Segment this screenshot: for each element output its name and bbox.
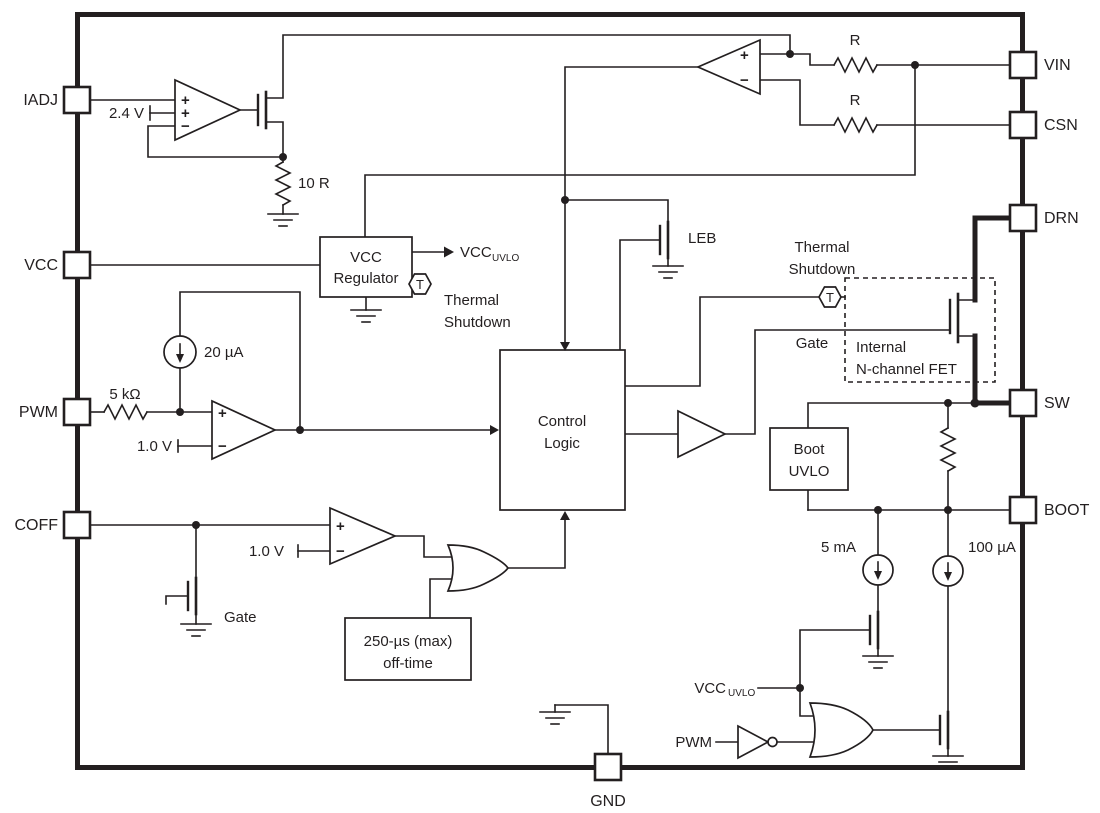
ground-symbol — [932, 755, 964, 769]
ref-1v-coff-label: 1.0 V — [249, 543, 284, 560]
ref-1v-pwm-label: 1.0 V — [137, 438, 172, 455]
res-5k-label: 5 kΩ — [109, 386, 140, 403]
pwm-comparator-plus: + — [218, 405, 227, 422]
thermal-shutdown-2-line1: Thermal — [794, 239, 849, 256]
current-100ua-label: 100 µA — [968, 539, 1016, 556]
vcc-uvlo-label: VCC — [460, 244, 492, 261]
thermal-sensor-icon — [818, 286, 842, 308]
pin-csn-box — [1008, 110, 1038, 140]
iadj-clamp-opamp — [174, 78, 243, 142]
internal-fet-label-2: N-channel FET — [856, 361, 957, 378]
gate-coff-label: Gate — [224, 609, 257, 626]
pin-sw-box — [1008, 388, 1038, 418]
inverter-bubble-icon — [767, 736, 778, 748]
boot-uvlo-box — [769, 427, 849, 491]
iadj-clamp-mosfet — [256, 90, 268, 130]
thermal-t2-label: T — [826, 290, 834, 305]
leb-label: LEB — [688, 230, 716, 247]
pin-iadj-label: IADJ — [23, 92, 58, 109]
pin-sw-label: SW — [1044, 395, 1071, 412]
internal-fet-dashed-box — [844, 277, 996, 383]
iadj-opamp-minus: − — [181, 118, 190, 135]
coff-discharge-mosfet — [186, 576, 198, 616]
pin-drn-label: DRN — [1044, 210, 1079, 227]
iadj-opamp-plus1: + — [181, 92, 190, 109]
vcc-regulator-label-2: Regulator — [333, 270, 398, 287]
texts: IADJ VCC PWM COFF VIN CSN DRN SW BOOT GN… — [14, 32, 1089, 810]
pwm-comparator — [211, 399, 278, 461]
ground-symbol — [539, 711, 571, 725]
coff-comparator-minus: − — [336, 543, 345, 560]
gate-driver-buffer — [677, 409, 727, 459]
boot-or-gate — [808, 702, 874, 758]
offtime-or-gate — [446, 544, 510, 592]
offtime-label-2: off-time — [383, 655, 433, 672]
control-logic-label-1: Control — [538, 413, 586, 430]
pin-boot-box — [1008, 495, 1038, 525]
internal-fet-label-1: Internal — [856, 339, 906, 356]
ground-symbol — [652, 265, 684, 279]
vcc-uvlo-subscript: UVLO — [492, 253, 519, 264]
thermal-shutdown-2-line2: Shutdown — [789, 261, 856, 278]
pin-vin-label: VIN — [1044, 57, 1071, 74]
ground-symbol — [350, 309, 382, 323]
thermal-t1-label: T — [416, 277, 424, 292]
coff-comparator-plus: + — [336, 518, 345, 535]
pwm-inverter — [737, 724, 770, 760]
pin-coff-label: COFF — [14, 517, 58, 534]
current-5ma-label: 5 mA — [821, 539, 856, 556]
boot-uvlo-label-2: UVLO — [789, 463, 830, 480]
pwm-inverter-label: PWM — [675, 734, 712, 751]
pin-gnd-box — [593, 752, 623, 782]
thermal-shutdown-1-line2: Shutdown — [444, 314, 511, 331]
res-r-bot-label: R — [850, 92, 861, 109]
cs-comparator-plus: + — [740, 47, 749, 64]
pin-csn-label: CSN — [1044, 117, 1078, 134]
junction-dots — [176, 50, 980, 692]
internal-nchannel-fet — [948, 292, 960, 344]
vcc-regulator-box — [319, 236, 413, 298]
arrowheads — [176, 246, 952, 581]
pin-boot-label: BOOT — [1044, 502, 1090, 519]
pin-vcc-box — [62, 250, 92, 280]
res-10r-label: 10 R — [298, 175, 330, 192]
ground-symbol — [267, 213, 299, 227]
thermal-shutdown-1-line1: Thermal — [444, 292, 499, 309]
thermal-sensor-icon — [408, 273, 432, 295]
current-20ua-label: 20 µA — [204, 344, 244, 361]
control-logic-box — [499, 349, 626, 511]
cs-comparator-minus: − — [740, 72, 749, 89]
pins — [62, 50, 1038, 782]
control-logic-label-2: Logic — [544, 435, 580, 452]
ground-symbol — [180, 623, 212, 637]
wiring — [89, 34, 1011, 757]
vcc-uvlo2-label: VCC — [694, 680, 726, 697]
res-r-top-label: R — [850, 32, 861, 49]
coff-comparator — [329, 506, 398, 566]
pin-coff-box — [62, 510, 92, 540]
pin-iadj-box — [62, 85, 92, 115]
boot-uvlo-label-1: Boot — [794, 441, 826, 458]
vcc-regulator-label-1: VCC — [350, 249, 382, 266]
ref-2v4-label: 2.4 V — [109, 105, 144, 122]
pin-pwm-box — [62, 397, 92, 427]
pin-vcc-label: VCC — [24, 257, 58, 274]
offtime-label-1: 250-µs (max) — [364, 633, 453, 650]
vcc-uvlo2-subscript: UVLO — [728, 688, 755, 699]
leb-mosfet — [658, 220, 670, 260]
pin-gnd-label: GND — [590, 793, 626, 810]
boot-charge-mosfet — [868, 610, 880, 650]
pin-vin-box — [1008, 50, 1038, 80]
boot-trickle-mosfet — [938, 710, 950, 750]
ground-symbols — [180, 213, 964, 769]
gate-fet-label: Gate — [796, 335, 829, 352]
iadj-opamp-plus2: + — [181, 105, 190, 122]
pin-pwm-label: PWM — [19, 404, 58, 421]
current-sense-comparator — [695, 38, 761, 96]
offtime-box — [344, 617, 472, 681]
pwm-comparator-minus: − — [218, 438, 227, 455]
ground-symbol — [862, 655, 894, 669]
pin-drn-box — [1008, 203, 1038, 233]
